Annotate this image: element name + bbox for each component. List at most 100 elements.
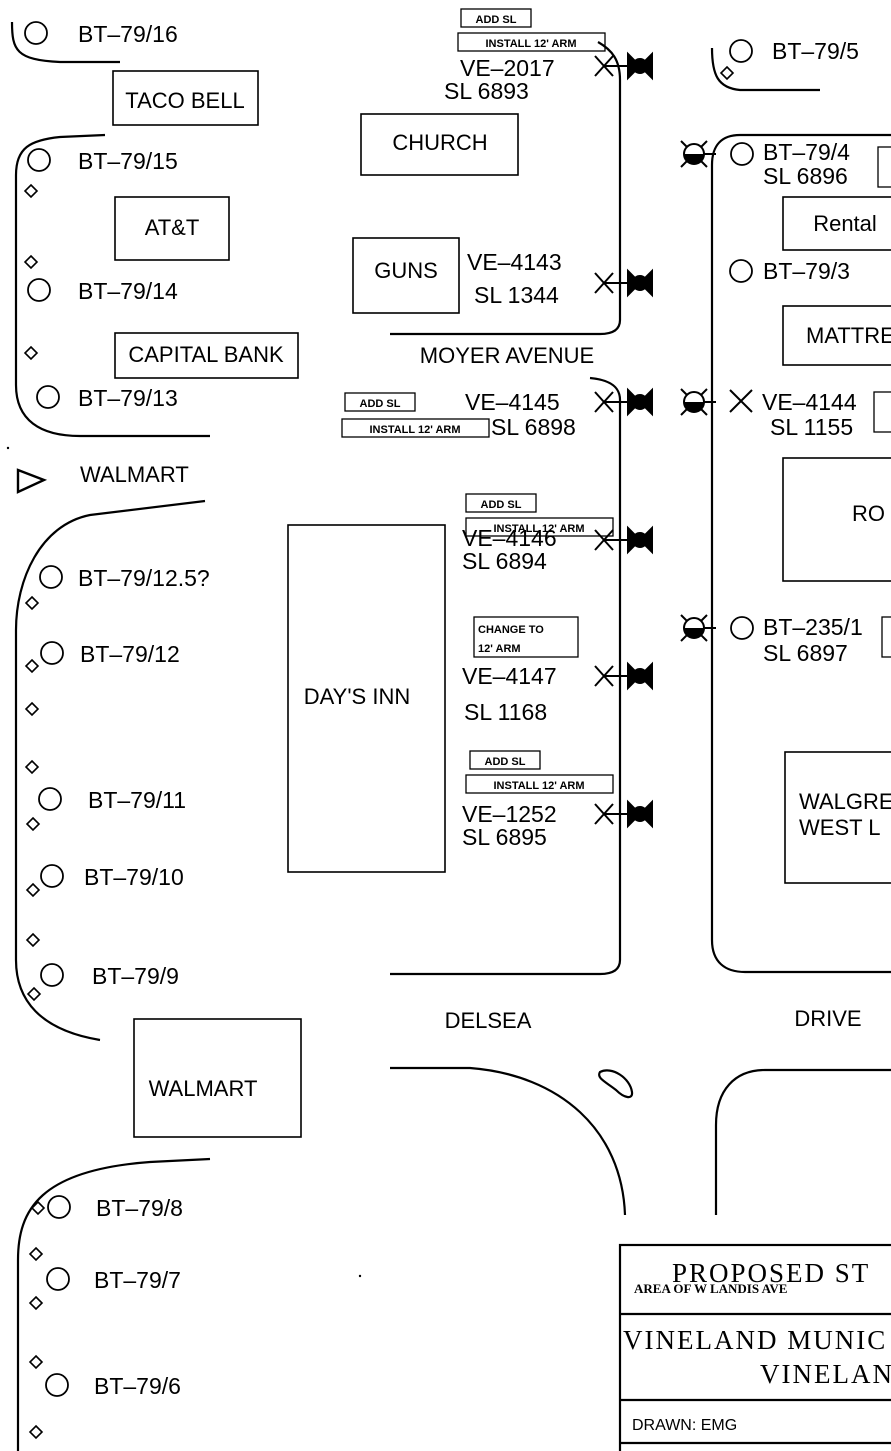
pole-label: BT–79/11	[88, 787, 186, 813]
note-install-arm	[465, 774, 614, 794]
street-label-walmart: WALMART	[80, 462, 189, 487]
note-text: INSTALL 12' ARM	[493, 523, 584, 535]
pole-label: BT–79/12.5?	[78, 565, 210, 591]
pole-icon	[730, 142, 754, 166]
business-ro: RO	[782, 457, 891, 582]
diamond-icon	[25, 816, 41, 832]
pole-label: BT–79/7	[94, 1267, 181, 1293]
street-label-moyer: MOYER AVENUE	[420, 343, 594, 368]
pole-icon	[729, 39, 753, 63]
light-id: VE–4145	[465, 389, 560, 415]
title-block: PROPOSED ST AREA OF W LANDIS AVE VINELAN…	[618, 1243, 891, 1451]
pole-icon	[729, 259, 753, 283]
municipality-text: VINELAND MUNIC	[623, 1325, 887, 1355]
pole-label: BT–79/12	[80, 641, 180, 667]
diamond-icon	[28, 1354, 44, 1370]
diamond-icon	[719, 65, 735, 81]
note-text: INSTALL 12' ARM	[493, 780, 584, 792]
note-box	[873, 391, 891, 433]
diamond-icon	[28, 1246, 44, 1262]
business-label: WALGRE	[799, 789, 891, 814]
pole-label: BT–79/8	[96, 1195, 183, 1221]
note-text: ADD SL	[485, 756, 526, 768]
light-sl: SL 6893	[444, 78, 529, 104]
curb-line	[710, 133, 891, 974]
curb-line	[16, 1157, 211, 1451]
pole-icon	[36, 385, 60, 409]
note-add-sl	[465, 493, 537, 513]
pole-icon	[39, 565, 63, 589]
traffic-island	[598, 1069, 634, 1099]
diamond-icon	[30, 1200, 46, 1216]
drawn-by-text: DRAWN: EMG	[632, 1417, 737, 1434]
note-text: INSTALL 12' ARM	[369, 424, 460, 436]
diamond-icon	[25, 882, 41, 898]
diamond-icon	[24, 595, 40, 611]
pole-label: BT–79/5	[772, 38, 859, 64]
diamond-icon	[28, 1424, 44, 1440]
light-fixture-icon	[594, 801, 653, 827]
note-add-sl	[469, 750, 541, 770]
business-capital-bank: CAPITAL BANK	[114, 332, 299, 379]
pole-label: BT–79/4	[763, 139, 850, 165]
light-fixture-icon	[594, 53, 653, 79]
business-label: CHURCH	[392, 130, 487, 155]
business-label: WALMART	[149, 1076, 258, 1101]
light-id: SL 1344	[474, 282, 559, 308]
pole-icon	[40, 963, 64, 987]
area-text: AREA OF W LANDIS AVE	[634, 1281, 787, 1296]
pole-label: BT–79/13	[78, 385, 178, 411]
light-fixture-icon	[680, 140, 717, 168]
business-guns: GUNS	[352, 237, 460, 314]
note-text: ADD SL	[476, 14, 517, 26]
curb-line	[710, 47, 820, 92]
curb-line	[714, 1068, 891, 1215]
light-id: VE–1252	[462, 801, 557, 827]
municipality-text: VINELAN	[760, 1359, 891, 1389]
business-label: DAY'S INN	[304, 684, 410, 709]
light-sl: SL 6894	[462, 548, 547, 574]
entrance-triangle	[16, 468, 48, 494]
business-label: CAPITAL BANK	[128, 342, 284, 367]
diamond-icon	[23, 345, 39, 361]
diamond-icon	[23, 254, 39, 270]
diamond-icon	[24, 701, 40, 717]
business-label: Rental	[813, 211, 877, 236]
pole-label: BT–79/9	[92, 963, 179, 989]
note-text: CHANGE TO	[478, 624, 544, 636]
pole-label: BT–79/3	[763, 258, 850, 284]
light-id: VE–4146	[462, 525, 557, 551]
curb-line	[390, 1066, 627, 1216]
pole-label: BT–79/14	[78, 278, 178, 304]
business-label: TACO BELL	[125, 88, 244, 113]
curb-line	[390, 376, 622, 976]
business-taco-bell: TACO BELL	[112, 70, 259, 126]
diamond-icon	[24, 658, 40, 674]
curb-line	[390, 41, 622, 336]
pole-label: BT–79/16	[78, 21, 178, 47]
diamond-icon	[25, 932, 41, 948]
note-add-sl	[460, 8, 532, 28]
business-label: RO	[852, 501, 885, 526]
note-text: ADD SL	[481, 499, 522, 511]
business-label: AT&T	[145, 215, 200, 240]
diamond-icon	[24, 759, 40, 775]
pole-label: SL 6896	[763, 163, 848, 189]
business-walgreens: WALGRE WEST L	[784, 751, 891, 884]
business-walmart: WALMART	[133, 1018, 302, 1138]
dot-mark	[6, 446, 10, 450]
light-fixture-icon	[680, 388, 717, 416]
light-fixture-icon	[594, 270, 653, 296]
pole-label: BT–79/6	[94, 1373, 181, 1399]
pole-icon	[27, 148, 51, 172]
business-label: GUNS	[374, 258, 438, 283]
light-fixture-icon	[594, 527, 653, 553]
business-church: CHURCH	[360, 113, 519, 176]
pole-icon	[46, 1267, 70, 1291]
pole-icon	[27, 278, 51, 302]
diamond-icon	[23, 183, 39, 199]
pole-label: BT–79/15	[78, 148, 178, 174]
pole-icon	[730, 616, 754, 640]
light-id: VE–2017	[460, 55, 555, 81]
